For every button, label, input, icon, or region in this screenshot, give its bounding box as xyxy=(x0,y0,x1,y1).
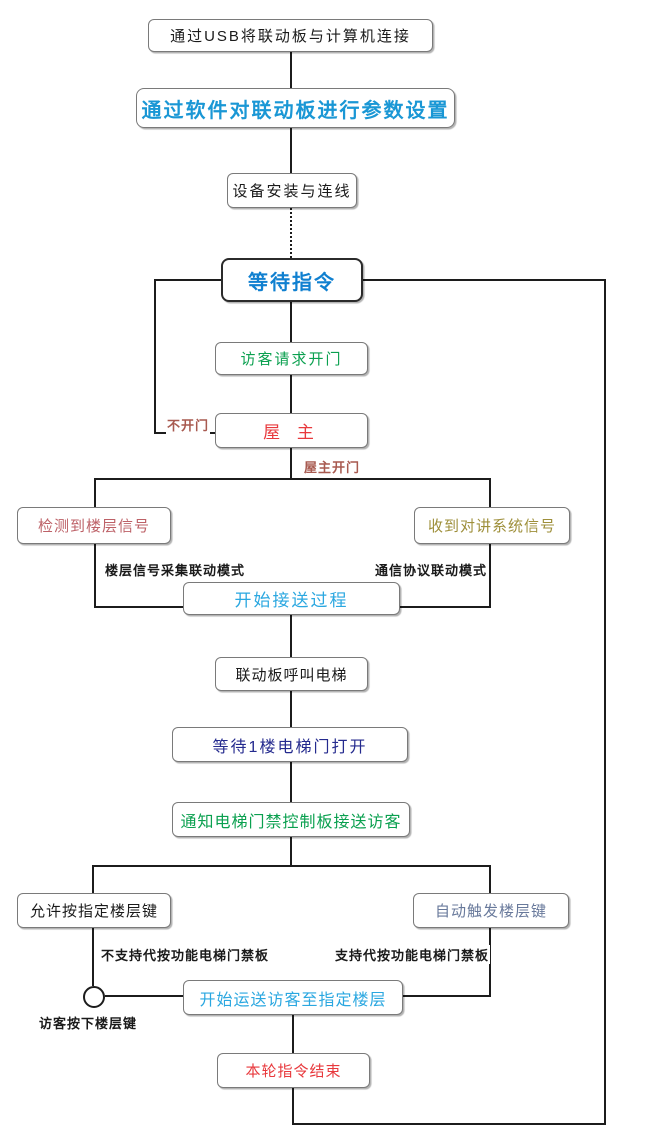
connector-line xyxy=(489,865,491,893)
edge-label-protocol-mode: 通信协议联动模式 xyxy=(374,560,489,579)
connector-line xyxy=(489,544,491,608)
connector-line xyxy=(290,448,292,480)
connector-line xyxy=(290,128,292,173)
node-auto-trigger-floor: 自动触发楼层键 xyxy=(413,893,569,928)
connector-line xyxy=(292,1088,294,1125)
connector-line xyxy=(403,995,491,997)
node-wait-door-open: 等待1楼电梯门打开 xyxy=(172,727,408,762)
edge-label-proxy-press: 支持代按功能电梯门禁板 xyxy=(334,945,491,964)
node-end-command: 本轮指令结束 xyxy=(217,1053,370,1088)
connector-line xyxy=(292,1015,294,1053)
branch-owner-horizontal xyxy=(94,478,491,480)
connector-line xyxy=(290,52,292,88)
connector-line xyxy=(105,995,183,997)
node-wait-command: 等待指令 xyxy=(221,258,363,302)
connector-line xyxy=(92,928,94,986)
connector-line xyxy=(94,606,183,608)
visitor-press-junction-circle xyxy=(83,986,105,1008)
connector-line xyxy=(290,615,292,657)
edge-label-owner-open: 屋主开门 xyxy=(303,457,362,476)
node-start-pickup: 开始接送过程 xyxy=(183,582,400,615)
branch-keypress-horizontal xyxy=(92,865,491,867)
loop-bottom xyxy=(292,1123,606,1125)
connector-line xyxy=(290,302,292,342)
loop-right-vertical xyxy=(604,279,606,1125)
loop-right-top xyxy=(363,279,606,281)
connector-line xyxy=(400,606,491,608)
edge-label-no-open: 不开门 xyxy=(166,415,211,434)
connector-line xyxy=(290,762,292,802)
connector-line xyxy=(290,837,292,867)
connector-line xyxy=(290,691,292,727)
connector-line xyxy=(92,865,94,893)
node-usb-connect: 通过USB将联动板与计算机连接 xyxy=(148,19,433,52)
edge-label-visitor-press-floor: 访客按下楼层键 xyxy=(38,1013,139,1032)
connector-line xyxy=(290,375,292,413)
node-intercom-signal: 收到对讲系统信号 xyxy=(414,507,570,544)
node-visitor-request: 访客请求开门 xyxy=(215,342,368,375)
node-software-config: 通过软件对联动板进行参数设置 xyxy=(136,88,455,128)
node-notify-access-board: 通知电梯门禁控制板接送访客 xyxy=(172,802,410,837)
node-install-wiring: 设备安装与连线 xyxy=(227,173,357,208)
connector-line xyxy=(94,544,96,608)
node-allow-press-floor: 允许按指定楼层键 xyxy=(17,893,171,928)
node-owner: 屋 主 xyxy=(215,413,368,448)
edge-label-no-proxy-press: 不支持代按功能电梯门禁板 xyxy=(100,945,271,964)
node-floor-signal: 检测到楼层信号 xyxy=(17,507,171,544)
edge-label-floor-signal-mode: 楼层信号采集联动模式 xyxy=(104,560,247,579)
connector-line xyxy=(94,478,96,507)
connector-dotted-line xyxy=(290,208,292,258)
node-transport-visitor: 开始运送访客至指定楼层 xyxy=(183,980,403,1015)
connector-line xyxy=(489,478,491,507)
loop-left-vertical xyxy=(154,279,156,434)
loop-left-top xyxy=(154,279,221,281)
node-call-elevator: 联动板呼叫电梯 xyxy=(215,657,368,691)
